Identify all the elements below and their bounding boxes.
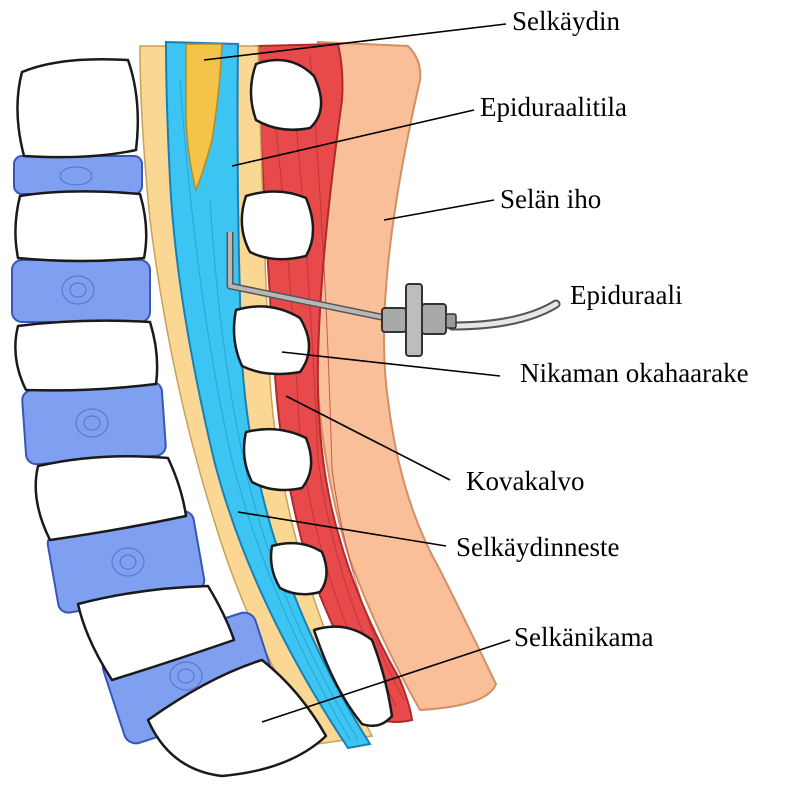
- spinous-process-shape: [244, 429, 311, 490]
- label-csf: Selkäydinneste: [456, 532, 619, 562]
- disc: [22, 381, 167, 465]
- disc: [12, 260, 150, 322]
- spinous-process-shape: [271, 543, 327, 594]
- label-spinal-cord: Selkäydin: [512, 6, 620, 36]
- vertebral-body: [15, 321, 157, 391]
- spinous-process-shape: [242, 191, 313, 259]
- label-spinous-process: Nikaman okahaarake: [520, 358, 749, 388]
- label-epidural-space: Epiduraalitila: [480, 92, 627, 122]
- label-back-skin: Selän iho: [500, 184, 601, 214]
- label-dura-mater: Kovakalvo: [466, 466, 584, 496]
- label-vertebra: Selkänikama: [514, 622, 653, 652]
- leader-line: [384, 200, 494, 220]
- vertebral-body: [15, 191, 146, 261]
- spinous-process-shape: [234, 306, 309, 374]
- vertebral-body: [17, 59, 137, 157]
- disc: [14, 156, 142, 194]
- label-epidural-needle: Epiduraali: [570, 280, 682, 310]
